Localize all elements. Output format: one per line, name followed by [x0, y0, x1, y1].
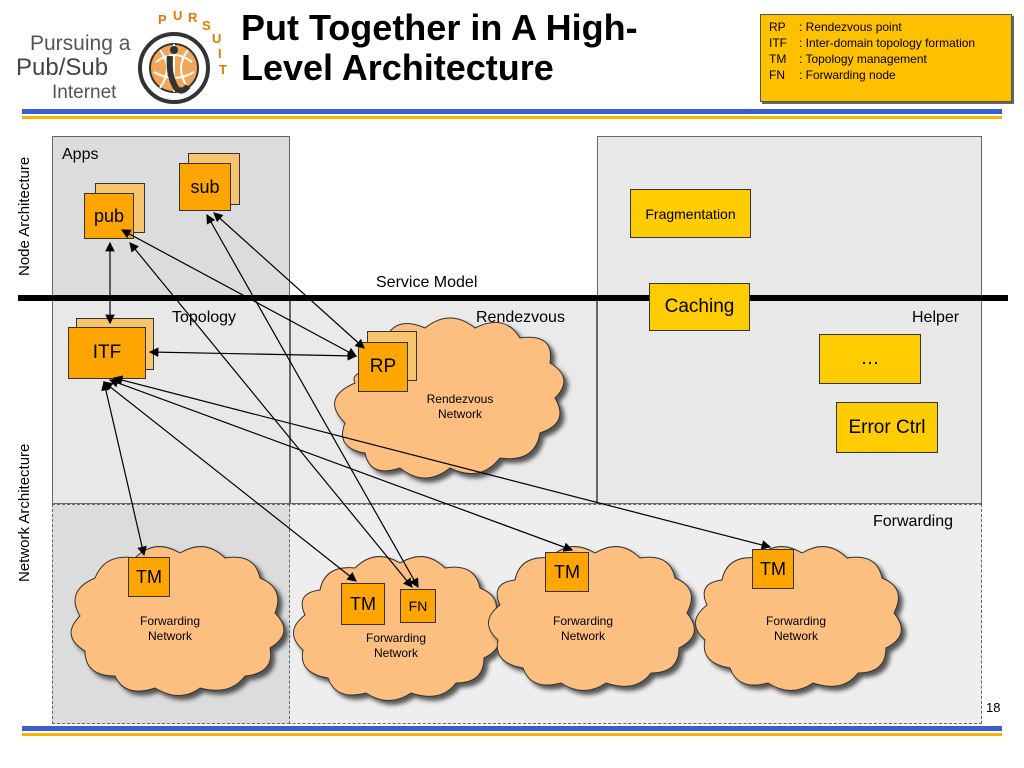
legend-abbr: ITF — [769, 36, 787, 50]
forwarding-network-label-2: Forwarding Network — [346, 631, 446, 661]
legend-abbr: TM — [769, 52, 787, 66]
forwarding-network-label-4: Forwarding Network — [746, 614, 846, 644]
brand-letter: S — [202, 18, 211, 33]
ellipsis-label: … — [860, 348, 880, 369]
title-line-1: Put Together in A High- — [241, 7, 638, 48]
header-bar-yellow — [22, 116, 1002, 119]
cloud-text-line: Forwarding — [365, 631, 427, 645]
page-number: 18 — [986, 700, 1001, 715]
cloud-text-line: Network — [373, 646, 418, 660]
brand-letter: U — [212, 31, 221, 46]
logo-line-3: Internet — [52, 82, 117, 103]
helper-label: Helper — [912, 309, 960, 326]
logo-line-1: Pursuing a — [30, 32, 131, 55]
cloud-text-line: Network — [560, 629, 605, 643]
tm-node-1[interactable]: TM — [128, 557, 170, 597]
fn-node[interactable]: FN — [400, 589, 436, 623]
cloud-text-line: Network — [437, 407, 482, 421]
cloud-text-line: Forwarding — [552, 614, 614, 628]
legend-abbr: FN — [769, 68, 785, 82]
fn-label: FN — [408, 598, 428, 614]
rendezvous-network-label: Rendezvous Network — [410, 392, 510, 422]
error-ctrl-node[interactable]: Error Ctrl — [836, 402, 938, 453]
legend-desc: : Forwarding node — [799, 68, 896, 82]
brand-letter: I — [218, 46, 222, 61]
forwarding-network-label-3: Forwarding Network — [533, 614, 633, 644]
legend-desc: : Inter-domain topology formation — [799, 36, 976, 50]
pub-node[interactable]: pub — [84, 193, 134, 239]
fragmentation-node[interactable]: Fragmentation — [630, 189, 751, 238]
caching-label: Caching — [664, 296, 735, 317]
brand-letter: P — [158, 12, 167, 27]
logo-line-2: Pub/Sub — [16, 54, 109, 81]
footer-bar-yellow — [22, 733, 1002, 736]
legend-desc: : Topology management — [799, 52, 927, 66]
legend-desc: : Rendezvous point — [799, 20, 902, 34]
service-model-line — [18, 295, 1008, 301]
rendezvous-label: Rendezvous — [476, 309, 565, 326]
legend-row: ITF : Inter-domain topology formation — [769, 35, 1003, 51]
fragmentation-label: Fragmentation — [645, 205, 736, 222]
forwarding-network-cloud-4 — [695, 546, 902, 691]
tm-node-3[interactable]: TM — [545, 552, 589, 592]
cloud-text-line: Rendezvous — [426, 392, 494, 406]
cloud-text-line: Forwarding — [765, 614, 827, 628]
tm-label: TM — [760, 558, 786, 579]
pub-label: pub — [93, 205, 125, 226]
title-line-2: Level Architecture — [241, 47, 554, 88]
header-bar-blue — [22, 109, 1002, 114]
tm-label: TM — [350, 593, 376, 614]
caching-node[interactable]: Caching — [649, 283, 750, 331]
pursuit-emblem-icon: P U R S U I T — [138, 10, 227, 104]
legend-abbr: RP — [769, 20, 786, 34]
logo: Pursuing a Pub/Sub Internet P U R S U I … — [10, 8, 230, 108]
forwarding-network-label-1: Forwarding Network — [120, 614, 220, 644]
legend-row: RP : Rendezvous point — [769, 19, 1003, 35]
rp-node[interactable]: RP — [358, 342, 408, 392]
sub-label: sub — [190, 176, 220, 197]
forwarding-label: Forwarding — [873, 513, 954, 530]
brand-letter: U — [173, 10, 182, 23]
apps-label: Apps — [62, 146, 99, 163]
sub-node[interactable]: sub — [179, 163, 231, 211]
error-ctrl-label: Error Ctrl — [848, 416, 926, 438]
legend-row: TM : Topology management — [769, 51, 1003, 67]
tm-node-2[interactable]: TM — [341, 583, 385, 625]
tm-label: TM — [554, 561, 580, 582]
legend-row: FN : Forwarding node — [769, 67, 1003, 83]
cloud-text-line: Network — [147, 629, 192, 643]
forwarding-network-cloud-3 — [488, 546, 695, 691]
ellipsis-node[interactable]: … — [819, 334, 921, 384]
itf-node[interactable]: ITF — [68, 327, 146, 379]
tm-label: TM — [136, 566, 162, 587]
cloud-text-line: Forwarding — [139, 614, 201, 628]
itf-label: ITF — [92, 342, 122, 363]
footer-bar-blue — [22, 726, 1002, 731]
legend-box: RP : Rendezvous point ITF : Inter-domain… — [760, 14, 1012, 102]
brand-letter: R — [188, 10, 198, 25]
tm-node-4[interactable]: TM — [752, 549, 794, 589]
brand-letter: T — [219, 62, 227, 77]
forwarding-network-cloud-2 — [293, 556, 500, 701]
page-title: Put Together in A High- Level Architectu… — [241, 8, 751, 88]
cloud-text-line: Network — [773, 629, 818, 643]
rp-label: RP — [369, 356, 397, 377]
